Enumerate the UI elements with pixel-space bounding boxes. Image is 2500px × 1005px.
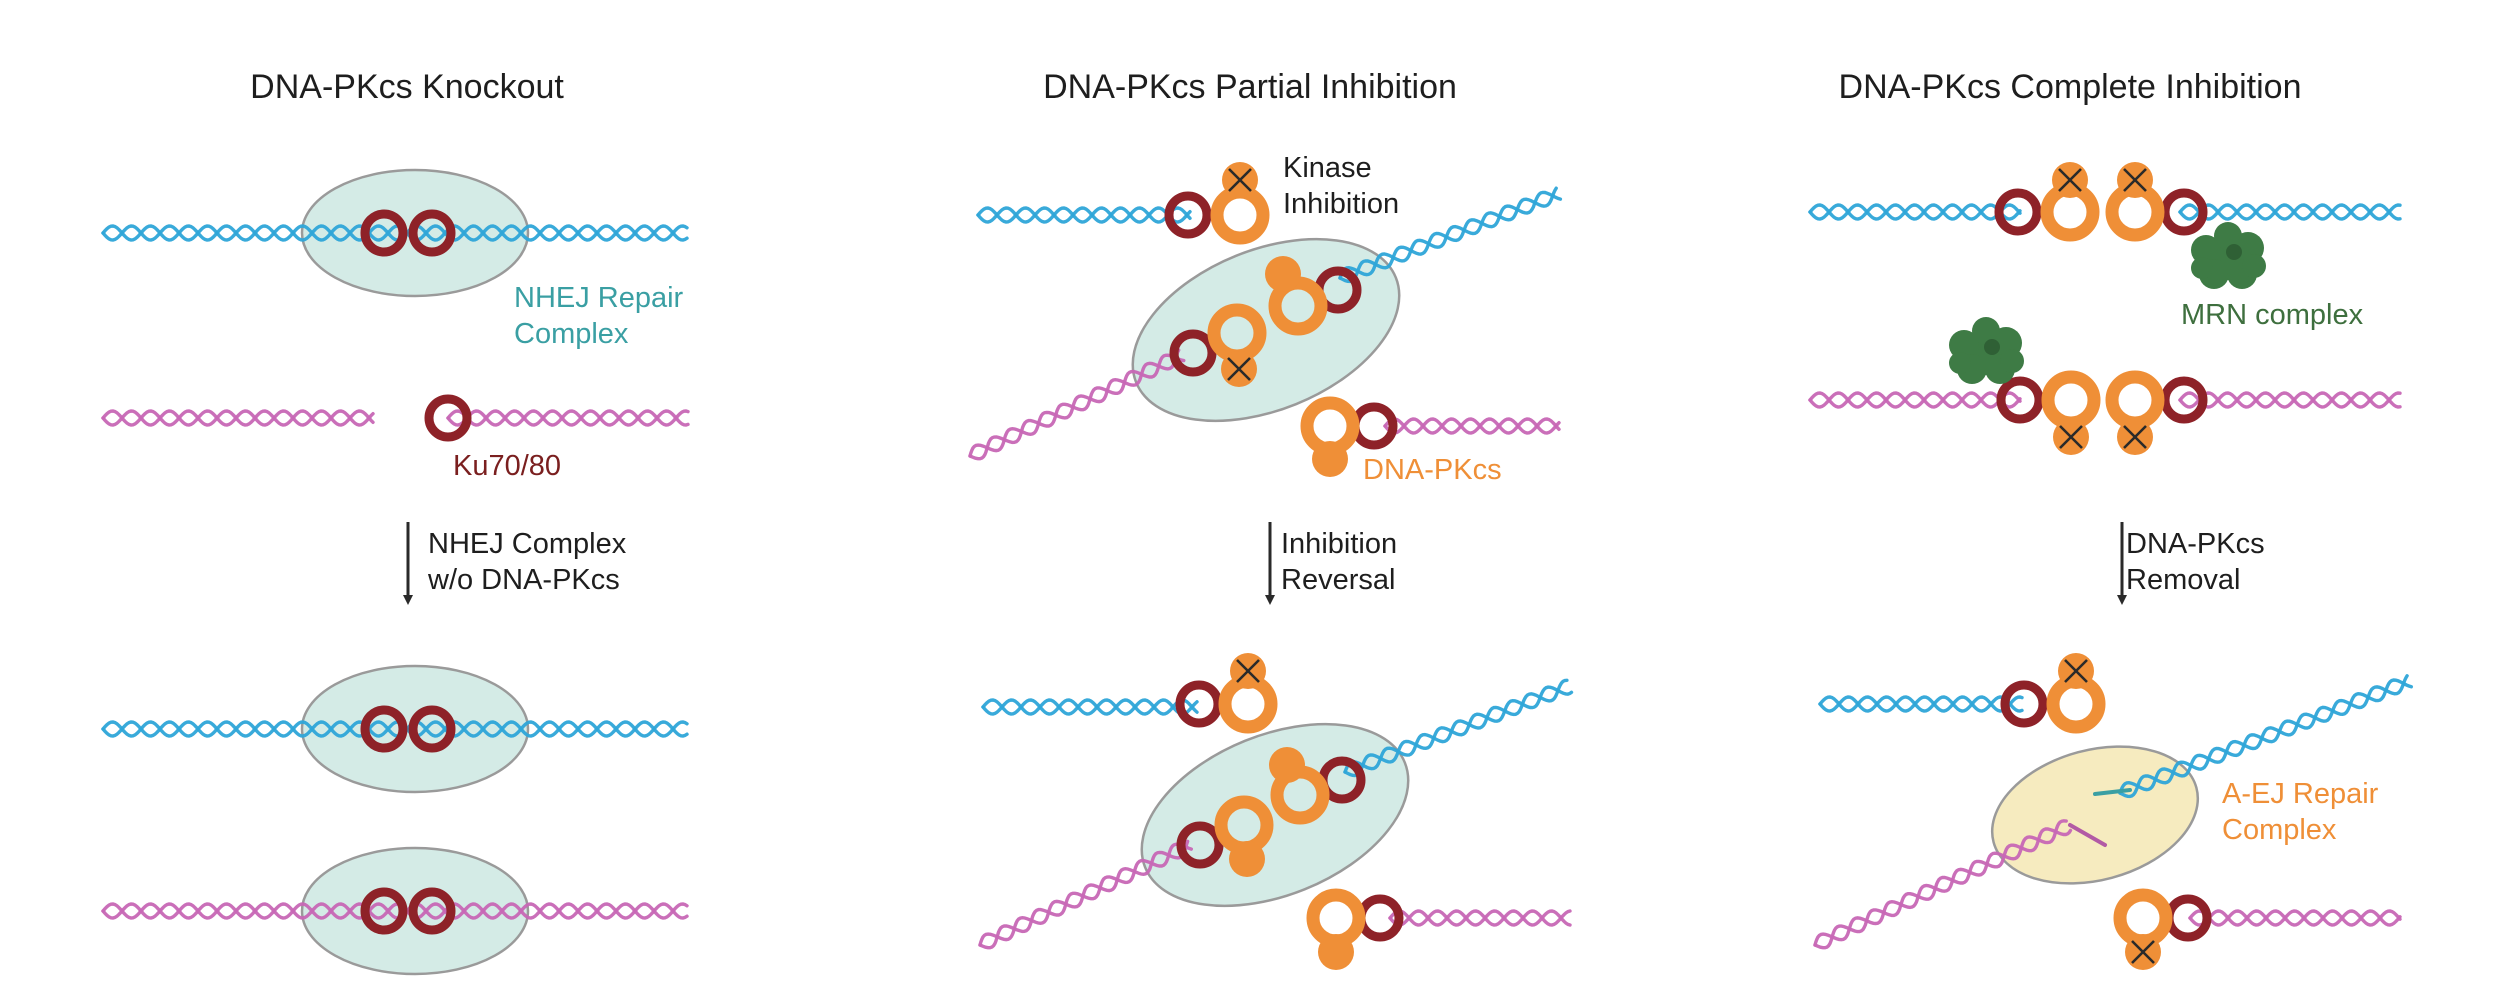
ku70-80-ring-icon xyxy=(1996,376,2044,424)
dna-pkcs-icon xyxy=(2105,370,2165,430)
dna-double-helix-icon xyxy=(2118,674,2413,799)
aej-label-line2: Complex xyxy=(2222,814,2337,846)
dna-end-overhang xyxy=(2068,823,2107,847)
dna-double-helix-icon xyxy=(101,902,689,920)
ku70-80-ring-icon xyxy=(1350,402,1398,450)
dna-double-helix-icon xyxy=(2188,909,2402,927)
dna-double-helix-icon xyxy=(981,698,1199,716)
dna-end-overhang xyxy=(2093,788,2132,796)
ku70-80-ring-icon xyxy=(360,705,408,753)
kinase-inhibition-line1: Kinase xyxy=(1283,152,1372,184)
ku70-80-ring-icon xyxy=(2000,680,2048,728)
aej-repair-complex-label: A-EJ Repair Complex xyxy=(2222,776,2378,848)
arrow-label-complete-line2: Removal xyxy=(2126,564,2241,596)
arrow-label-partial-line2: Reversal xyxy=(1281,564,1396,596)
kinase-inhibition-line2: Inhibition xyxy=(1283,188,1400,220)
dna-double-helix-icon xyxy=(1808,391,2022,409)
dna-double-helix-icon xyxy=(1383,417,1561,435)
nhej-repair-complex-label: NHEJ Repair Complex xyxy=(514,280,683,352)
dna-double-helix-icon xyxy=(1808,203,2022,221)
mrn-complex-label: MRN complex xyxy=(2181,299,2364,331)
inhibition-x-icon xyxy=(2059,425,2083,449)
dna-double-helix-icon xyxy=(101,409,375,427)
inhibition-x-icon xyxy=(2058,168,2082,192)
repair-complex-oval xyxy=(1990,745,2200,885)
inhibition-x-icon xyxy=(2131,940,2155,964)
dna-double-helix-icon xyxy=(976,206,1192,224)
kinase-inhibition-label: Kinase Inhibition xyxy=(1283,150,1399,222)
dna-double-helix-icon xyxy=(101,720,689,738)
dna-double-helix-icon xyxy=(446,409,690,427)
dna-double-helix-icon xyxy=(978,839,1193,950)
arrow-label-knockout: NHEJ Complex w/o DNA-PKcs xyxy=(428,526,626,598)
ku70-80-label: Ku70/80 xyxy=(453,450,562,482)
nhej-label-line2: Complex xyxy=(514,318,629,350)
dna-pkcs-label: DNA-PKcs xyxy=(1363,454,1502,486)
nhej-label-line1: NHEJ Repair xyxy=(514,282,684,314)
dna-pkcs-icon xyxy=(1210,185,1270,245)
dna-pkcs-icon xyxy=(1318,934,1354,970)
panel-title-partial-inhibition: DNA-PKcs Partial Inhibition xyxy=(1043,68,1457,106)
ku70-80-ring-icon xyxy=(408,705,456,753)
inhibition-x-icon xyxy=(2123,168,2147,192)
ku70-80-ring-icon xyxy=(1175,680,1223,728)
dna-double-helix-icon xyxy=(101,224,689,242)
ku70-80-ring-icon xyxy=(1164,191,1212,239)
ku70-80-ring-icon xyxy=(408,887,456,935)
dna-double-helix-icon xyxy=(2178,391,2402,409)
dna-pkcs-icon xyxy=(1269,747,1305,783)
ku70-80-ring-icon xyxy=(360,209,408,257)
ku70-80-ring-icon xyxy=(1356,894,1404,942)
panel-title-complete-inhibition: DNA-PKcs Complete Inhibition xyxy=(1838,68,2302,106)
dna-double-helix-icon xyxy=(1813,819,2073,950)
ku70-80-ring-icon xyxy=(1169,329,1217,377)
ku70-80-ring-icon xyxy=(2160,376,2208,424)
dna-double-helix-icon xyxy=(1818,695,2024,713)
inhibition-x-icon xyxy=(2123,425,2147,449)
inhibition-x-icon xyxy=(1227,357,1251,381)
ku70-80-ring-icon xyxy=(424,394,472,442)
ku70-80-ring-icon xyxy=(2160,188,2208,236)
mrn-complex-icon xyxy=(2191,222,2266,289)
ku70-80-ring-icon xyxy=(408,209,456,257)
arrow-label-partial-line1: Inhibition xyxy=(1281,528,1398,560)
inhibition-x-icon xyxy=(1228,168,1252,192)
dna-double-helix-icon xyxy=(1388,909,1572,927)
dna-pkcs-icon xyxy=(1312,441,1348,477)
arrow-label-complete: DNA-PKcs Removal xyxy=(2126,526,2265,598)
aej-label-line1: A-EJ Repair xyxy=(2222,778,2379,810)
dna-double-helix-icon xyxy=(1338,186,1563,284)
arrow-label-knockout-line2: w/o DNA-PKcs xyxy=(428,564,620,596)
ku70-80-ring-icon xyxy=(1994,188,2042,236)
inhibition-x-icon xyxy=(2064,659,2088,683)
dna-double-helix-icon xyxy=(1343,678,1574,778)
ku70-80-ring-icon xyxy=(2164,894,2212,942)
arrow-label-knockout-line1: NHEJ Complex xyxy=(428,528,627,560)
dna-pkcs-icon xyxy=(1229,841,1265,877)
arrow-label-partial: Inhibition Reversal xyxy=(1281,526,1397,598)
dna-double-helix-icon xyxy=(968,348,1186,461)
arrow-label-complete-line1: DNA-PKcs xyxy=(2126,528,2265,560)
dna-pkcs-icon xyxy=(1265,256,1301,292)
ku70-80-ring-icon xyxy=(360,887,408,935)
panel-title-knockout: DNA-PKcs Knockout xyxy=(250,68,564,106)
dna-double-helix-icon xyxy=(2178,203,2402,221)
dna-pkcs-icon xyxy=(2041,370,2101,430)
ku70-80-ring-icon xyxy=(1176,821,1224,869)
mrn-complex-icon xyxy=(1949,317,2024,384)
inhibition-x-icon xyxy=(1236,659,1260,683)
